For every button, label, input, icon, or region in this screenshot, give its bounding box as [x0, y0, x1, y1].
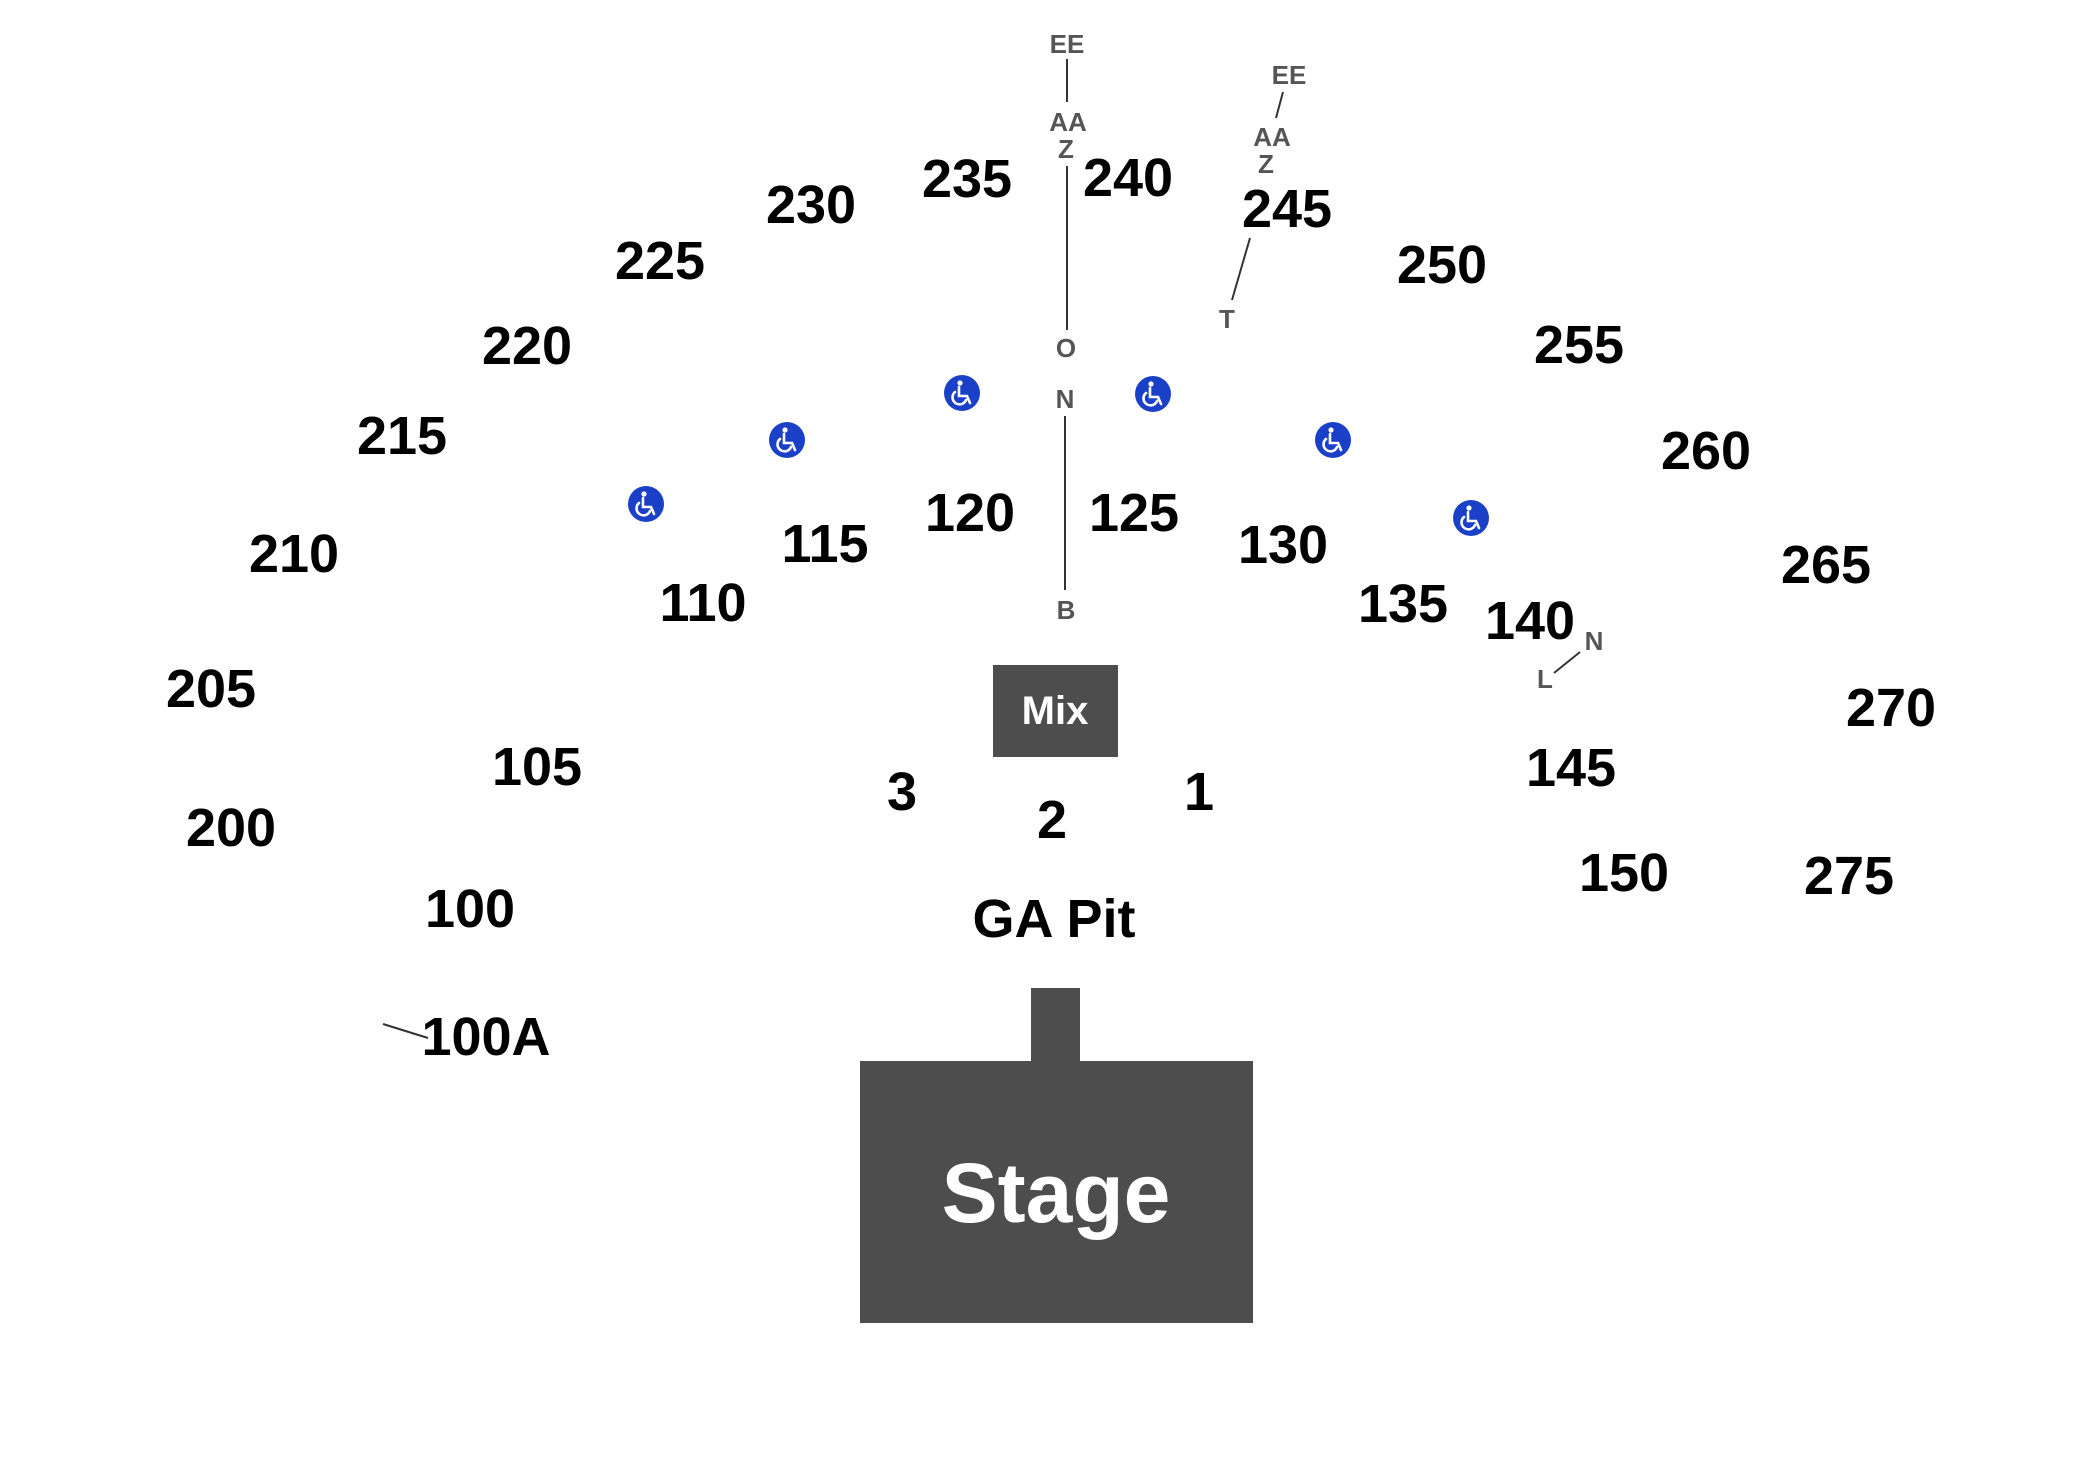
wheelchair-icon — [1135, 376, 1171, 412]
section-250[interactable]: 250 — [1397, 235, 1487, 295]
row-label-n: N — [1585, 626, 1604, 656]
stage-label: Stage — [942, 1146, 1171, 1240]
section-110[interactable]: 110 — [659, 573, 746, 633]
row-label-ee: EE — [1050, 29, 1085, 59]
section-150[interactable]: 150 — [1579, 843, 1669, 903]
wheelchair-icon — [1315, 422, 1351, 458]
section-1[interactable]: 1 — [1184, 762, 1214, 822]
section-125[interactable]: 125 — [1089, 483, 1179, 543]
row-label-t: T — [1219, 304, 1235, 334]
row-leader-line — [1275, 91, 1284, 119]
section-115[interactable]: 115 — [781, 514, 868, 574]
stage[interactable]: Stage — [860, 988, 1253, 1323]
section-220[interactable]: 220 — [482, 316, 572, 376]
section-225[interactable]: 225 — [615, 231, 705, 291]
stage-runway — [1031, 988, 1080, 1068]
section-265[interactable]: 265 — [1781, 535, 1871, 595]
aisle-245-row-markers: EE AA Z T — [1219, 60, 1306, 334]
aisle-240-row-markers: EE AA Z O N B — [1049, 29, 1087, 625]
section-3[interactable]: 3 — [887, 762, 917, 822]
wheelchair-icon — [628, 486, 664, 522]
aisle-140-row-markers: N L — [1537, 626, 1603, 694]
row-label-aa: AA — [1049, 107, 1087, 137]
stage-block — [860, 1061, 1253, 1323]
mix-box — [993, 665, 1118, 757]
section-245[interactable]: 245 — [1242, 179, 1332, 239]
section-100[interactable]: 100 — [425, 879, 515, 939]
section-240[interactable]: 240 — [1083, 148, 1173, 208]
section-100a-leader — [382, 1023, 429, 1039]
section-205[interactable]: 205 — [166, 659, 256, 719]
section-100a[interactable]: 100A — [421, 1007, 550, 1067]
section-270[interactable]: 270 — [1846, 678, 1936, 738]
mix-position[interactable]: Mix — [993, 665, 1118, 757]
section-235[interactable]: 235 — [922, 149, 1012, 209]
row-label-z: Z — [1058, 134, 1074, 164]
row-label-ee: EE — [1272, 60, 1307, 90]
wheelchair-icon — [1453, 500, 1489, 536]
row-leader-line — [1231, 237, 1251, 301]
wheelchair-icon — [944, 375, 980, 411]
section-105[interactable]: 105 — [492, 737, 582, 797]
section-260[interactable]: 260 — [1661, 421, 1751, 481]
row-label-l: L — [1537, 664, 1553, 694]
section-215[interactable]: 215 — [357, 406, 447, 466]
section-210[interactable]: 210 — [249, 524, 339, 584]
row-label-z: Z — [1258, 149, 1274, 179]
row-label-aa: AA — [1253, 122, 1291, 152]
section-135[interactable]: 135 — [1358, 574, 1448, 634]
ga-pit-label[interactable]: GA Pit — [972, 889, 1135, 949]
section-2[interactable]: 2 — [1037, 790, 1067, 850]
section-120[interactable]: 120 — [925, 483, 1015, 543]
section-130[interactable]: 130 — [1238, 515, 1328, 575]
row-label-n: N — [1056, 384, 1075, 414]
section-200[interactable]: 200 — [186, 798, 276, 858]
section-230[interactable]: 230 — [766, 175, 856, 235]
accessible-seating-layer — [628, 375, 1489, 536]
wheelchair-icon — [769, 422, 805, 458]
section-140[interactable]: 140 — [1485, 591, 1575, 651]
row-leader-line — [1553, 651, 1581, 674]
row-label-o: O — [1056, 333, 1076, 363]
section-255[interactable]: 255 — [1534, 315, 1624, 375]
mix-label: Mix — [1022, 689, 1089, 733]
row-label-b: B — [1057, 595, 1076, 625]
section-275[interactable]: 275 — [1804, 846, 1894, 906]
section-145[interactable]: 145 — [1526, 738, 1616, 798]
